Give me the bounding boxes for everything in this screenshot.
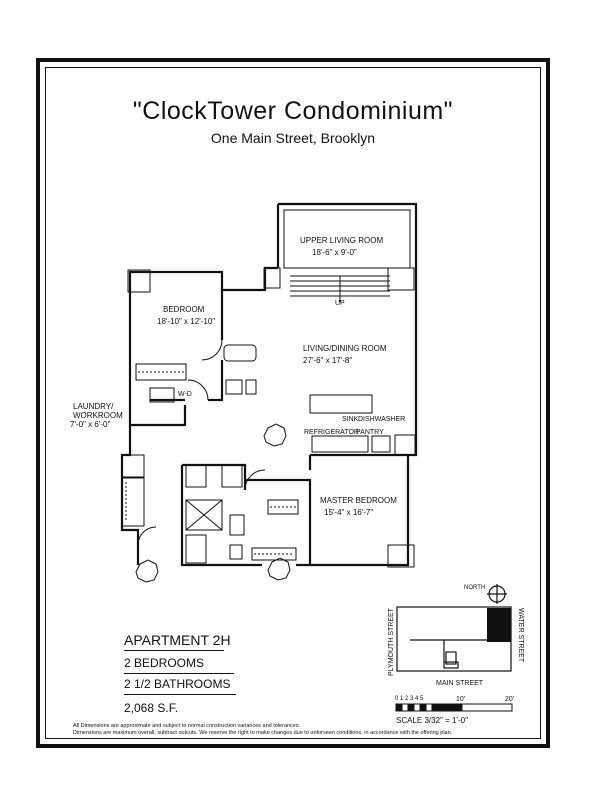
bedroom-label: BEDROOM	[163, 305, 205, 314]
exterior-wall-south	[180, 465, 262, 567]
plymouth-street-label: PLYMOUTH STREET	[388, 608, 395, 676]
living-dining-dims: 27'-6" x 17'-8"	[303, 356, 353, 365]
exterior-wall-west	[120, 266, 278, 565]
master-bedroom-label: MASTER BEDROOM	[320, 496, 397, 505]
laundry-dims: 7'-0" x 6'-0"	[70, 420, 111, 429]
living-dining-label: LIVING/DINING ROOM	[303, 344, 387, 353]
square-footage: 2,068 S.F.	[124, 701, 179, 715]
outer-border	[36, 58, 550, 748]
bathroom-count-rule	[124, 694, 236, 695]
scale-mark-10: 10'	[456, 696, 466, 703]
laundry-label-1: LAUNDRY/	[73, 402, 114, 411]
building-title: "ClockTower Condominium"	[132, 97, 454, 125]
disclaimer-line-1: All Dimensions are approximate and subje…	[73, 723, 301, 729]
scale-label: SCALE 3/32" = 1'-0"	[396, 716, 468, 725]
upper-living-wall	[278, 202, 418, 268]
bedroom-count: 2 BEDROOMS	[124, 656, 205, 670]
pantry-label: PANTRY	[356, 429, 384, 436]
scale-ticks: 0 1 2 3 4 5	[395, 696, 424, 702]
bedroom-count-rule	[124, 673, 234, 674]
refrigerator-label: REFRIGERATOR	[304, 429, 359, 436]
bathroom-count: 2 1/2 BATHROOMS	[124, 677, 231, 691]
sink-label: SINK	[342, 416, 359, 423]
north-label: NORTH	[464, 585, 486, 591]
unit-location-marker	[487, 608, 511, 642]
master-bedroom-dims: 15'-4" x 16'-7"	[324, 508, 374, 517]
dishwasher-label: DISHWASHER	[358, 416, 406, 423]
stair-up-label: UP	[335, 300, 345, 307]
disclaimer-line-2: Dimensions are maximum overall, subtract…	[73, 730, 453, 736]
upper-living-dims: 18'-6" x 9'-0"	[312, 248, 357, 257]
apartment-number: APARTMENT 2H	[124, 632, 231, 648]
apartment-underline	[124, 650, 224, 651]
main-street-label: MAIN STREET	[436, 680, 484, 687]
upper-living-label: UPPER LIVING ROOM	[300, 236, 384, 245]
bedroom-dims: 18'-10" x 12'-10"	[157, 317, 216, 326]
washer-dryer-label: W-D	[178, 391, 192, 398]
scale-mark-20: 20'	[505, 696, 515, 703]
laundry-label-2: WORKROOM	[73, 411, 123, 420]
water-street-label: WATER STREET	[517, 608, 524, 663]
building-address: One Main Street, Brooklyn	[210, 130, 376, 146]
inner-border	[45, 67, 541, 739]
